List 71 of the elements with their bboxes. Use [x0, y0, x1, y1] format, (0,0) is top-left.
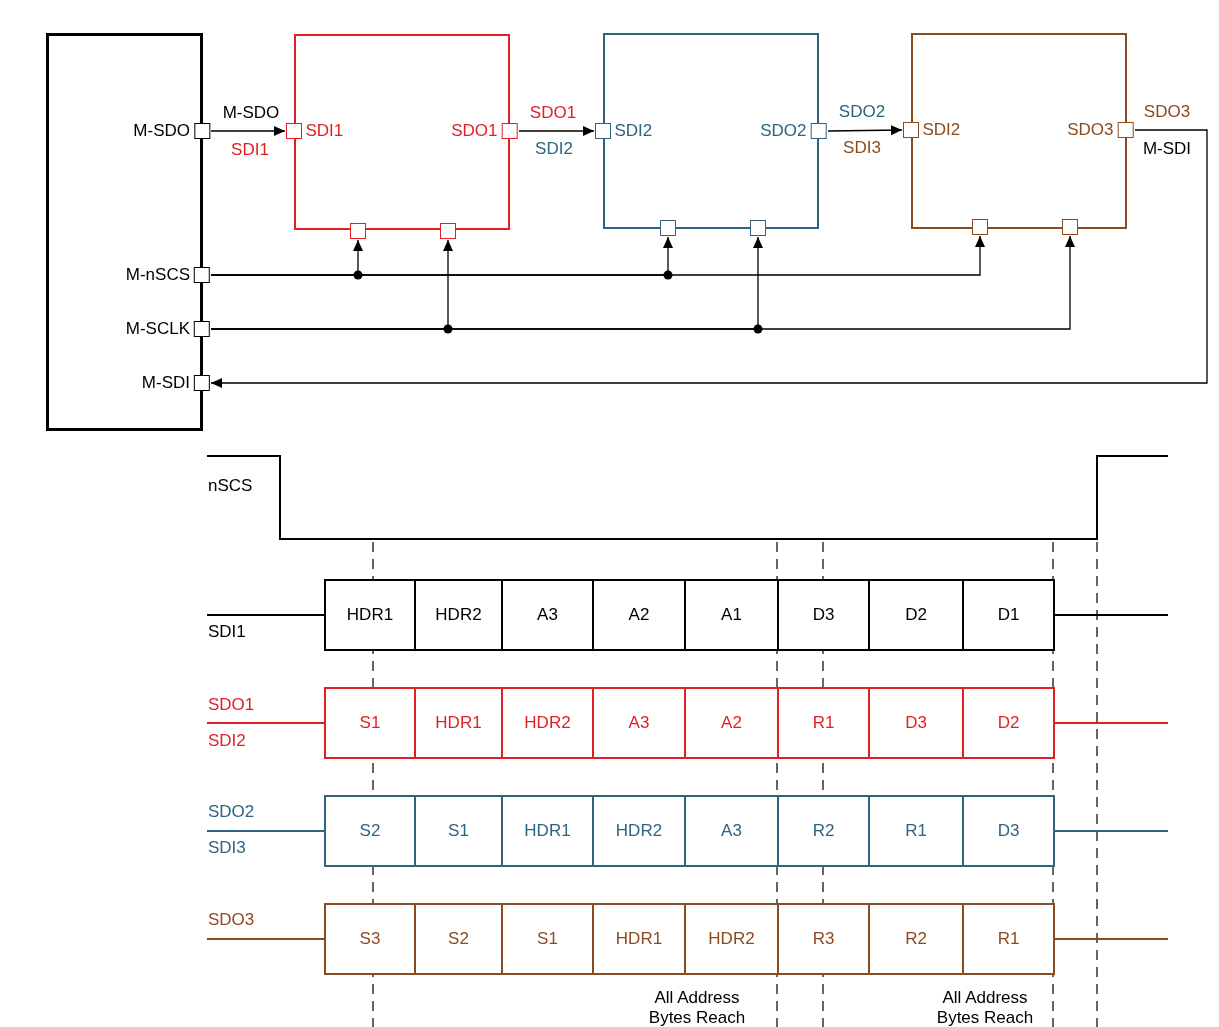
data-cell: HDR1 — [501, 795, 594, 867]
arrow — [518, 126, 595, 136]
signal-label: nSCS — [208, 476, 253, 496]
data-cell: HDR2 — [414, 579, 503, 651]
arrow — [210, 129, 1208, 388]
data-cell: D3 — [777, 579, 870, 651]
data-cell: HDR1 — [592, 903, 686, 975]
note-text: All Address Bytes Reach — [935, 988, 1035, 1027]
pin-square — [659, 219, 676, 236]
pin-square — [749, 219, 766, 236]
data-cell: A3 — [501, 579, 594, 651]
data-cell: D1 — [962, 579, 1055, 651]
pin-square — [971, 218, 988, 235]
pin-label: SDO1 — [451, 120, 498, 141]
data-cell: HDR2 — [501, 687, 594, 759]
data-cell: D2 — [868, 579, 964, 651]
data-cell: A3 — [592, 687, 686, 759]
data-cell: R2 — [777, 795, 870, 867]
note-text: All Address Bytes Reach — [647, 988, 747, 1027]
data-cell: R1 — [777, 687, 870, 759]
data-cell: A2 — [592, 579, 686, 651]
data-cell: A2 — [684, 687, 779, 759]
data-cell: A1 — [684, 579, 779, 651]
signal-label: SDI3 — [208, 838, 246, 858]
data-cell: HDR2 — [684, 903, 779, 975]
data-cell: S1 — [501, 903, 594, 975]
data-cell: D3 — [868, 687, 964, 759]
data-cell: S1 — [324, 687, 416, 759]
pin-label: M-SCLK — [125, 319, 190, 339]
arrow — [210, 126, 286, 136]
signal-label: SDO2 — [208, 802, 255, 822]
signal-label: SDO1 — [208, 695, 255, 715]
signal-name: SDI2 — [535, 139, 573, 159]
edge-label: SDO3 — [1143, 102, 1191, 122]
signal-label: SDI1 — [208, 622, 246, 642]
pin-label: SDO2 — [760, 120, 807, 141]
pin-label: SDO3 — [1067, 119, 1114, 140]
data-cell: D2 — [962, 687, 1055, 759]
edge-label: SDO2 — [838, 102, 886, 122]
pin-square — [1061, 218, 1078, 235]
signal-name: SDI3 — [843, 138, 881, 158]
pin-label: SDI1 — [305, 120, 344, 141]
data-cell: D3 — [962, 795, 1055, 867]
pin-label: SDI2 — [614, 120, 653, 141]
pin-square — [349, 222, 366, 239]
data-cell: HDR1 — [414, 687, 503, 759]
signal-name: M-SDI — [1142, 139, 1192, 159]
arrow — [210, 235, 1075, 330]
data-cell: S2 — [324, 795, 416, 867]
data-cell: R1 — [868, 795, 964, 867]
signal-label: SDI2 — [208, 731, 246, 751]
data-cell: A3 — [684, 795, 779, 867]
pin-label: M-SDO — [133, 121, 190, 141]
data-cell: R2 — [868, 903, 964, 975]
pin-label: M-SDI — [141, 373, 190, 393]
edge-label: M-SDO — [222, 103, 280, 123]
pin-label: M-nSCS — [125, 265, 190, 285]
data-cell: S2 — [414, 903, 503, 975]
edge-label: SDO1 — [529, 103, 577, 123]
data-cell: R3 — [777, 903, 870, 975]
data-cell: HDR1 — [324, 579, 416, 651]
data-cell: S3 — [324, 903, 416, 975]
arrow — [210, 235, 985, 276]
signal-label: SDO3 — [208, 910, 255, 930]
signal-name: SDI1 — [231, 140, 269, 160]
arrow — [827, 125, 903, 136]
pin-square — [439, 222, 456, 239]
pin-label: SDI2 — [922, 119, 961, 140]
data-cell: R1 — [962, 903, 1055, 975]
data-cell: S1 — [414, 795, 503, 867]
data-cell: HDR2 — [592, 795, 686, 867]
